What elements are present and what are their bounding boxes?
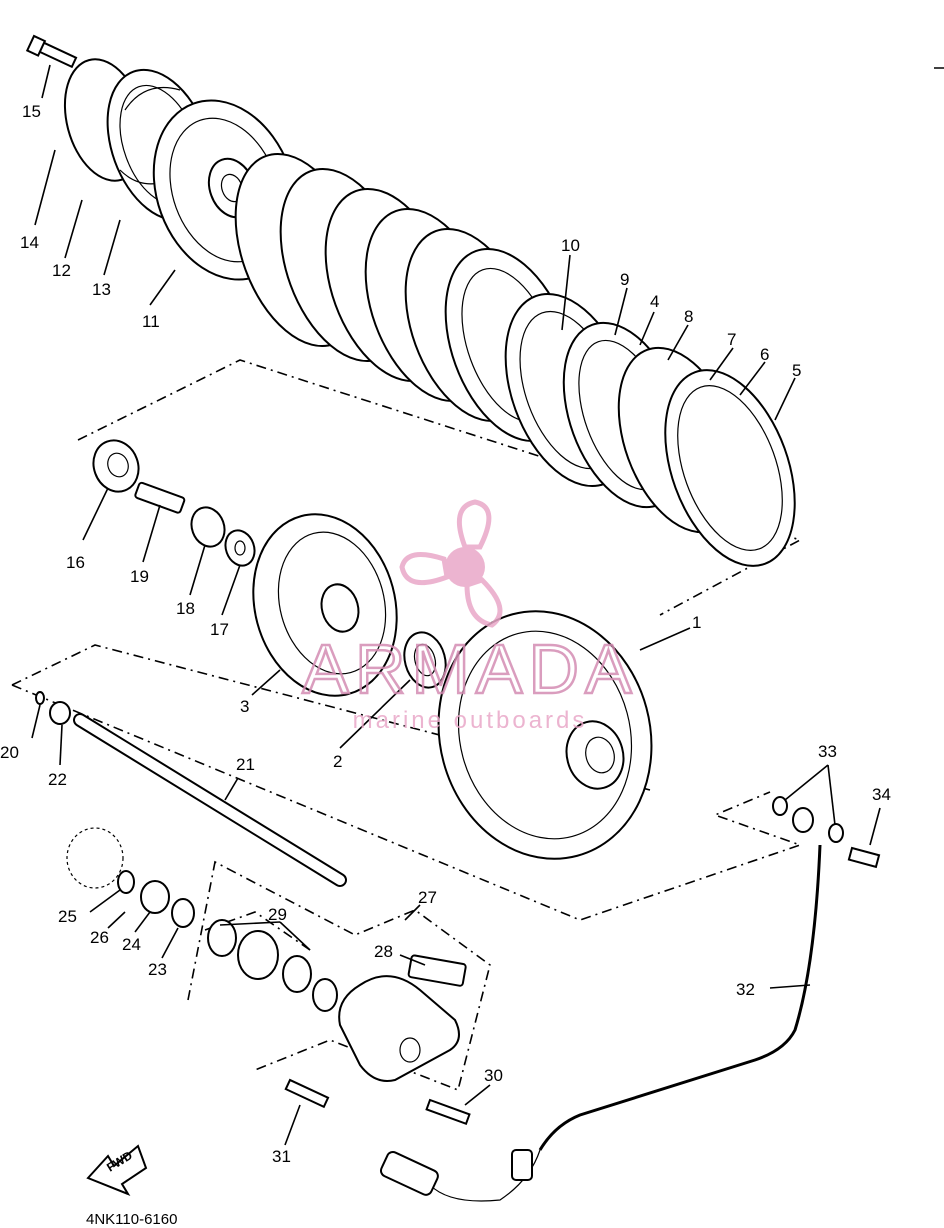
watermark-tagline: marine outboards	[353, 707, 588, 734]
callout-6: 6	[760, 345, 769, 364]
callout-27: 27	[418, 888, 437, 907]
callout-23: 23	[148, 960, 167, 979]
group-outline-clutch-plates	[77, 359, 803, 616]
group-outline-shaft	[11, 644, 651, 791]
callout-11: 11	[142, 312, 160, 331]
watermark-brand: ARMADA	[302, 630, 637, 708]
callout-5: 5	[792, 361, 801, 380]
callout-32: 32	[736, 980, 755, 999]
callout-19: 19	[130, 567, 149, 586]
callout-4: 4	[650, 292, 659, 311]
callout-9: 9	[620, 270, 629, 289]
callout-18: 18	[176, 599, 195, 618]
piston-seal-kit	[207, 919, 338, 1012]
callout-14: 14	[20, 233, 39, 252]
callout-7: 7	[727, 330, 736, 349]
callout-numbers: 1 2 3 4 5 6 7 8 9 10 11 12 13 14 15 16 1…	[0, 102, 891, 1166]
gasket-33b	[828, 823, 844, 843]
forward-direction-arrow: FWD	[86, 1144, 148, 1197]
callout-28: 28	[374, 942, 393, 961]
gasket-33a	[772, 796, 788, 816]
callout-30: 30	[484, 1066, 503, 1085]
callout-10: 10	[561, 236, 580, 255]
callout-15: 15	[22, 102, 41, 121]
callout-12: 12	[52, 261, 71, 280]
callout-13: 13	[92, 280, 111, 299]
propeller-logo-icon	[445, 547, 485, 587]
callout-1: 1	[692, 613, 701, 632]
diagram-code: 4NK110-6160	[86, 1211, 177, 1228]
callout-26: 26	[90, 928, 109, 947]
clutch-housing	[437, 610, 653, 860]
clutch-hose	[538, 844, 822, 1151]
callout-20: 20	[0, 743, 19, 762]
callout-2: 2	[333, 752, 342, 771]
oil-seal-group	[66, 827, 195, 928]
group-outline-seal-kit	[204, 911, 311, 951]
bolt-30	[425, 1098, 471, 1126]
callout-3: 3	[240, 697, 249, 716]
callout-24: 24	[122, 935, 141, 954]
callout-21: 21	[236, 755, 255, 774]
callout-29: 29	[268, 905, 287, 924]
callout-34: 34	[872, 785, 891, 804]
callout-33: 33	[818, 742, 837, 761]
callout-8: 8	[684, 307, 693, 326]
primary-driven-gear	[252, 513, 398, 697]
slave-cylinder	[338, 954, 467, 1082]
push-rod	[35, 691, 347, 887]
watermark: ARMADA marine outboards	[301, 499, 637, 734]
bearing-and-spacers	[92, 439, 256, 567]
callout-16: 16	[66, 553, 85, 572]
leader-lines	[31, 64, 881, 1146]
callout-17: 17	[210, 620, 229, 639]
callout-31: 31	[272, 1147, 291, 1166]
callout-22: 22	[48, 770, 67, 789]
bolt-34	[847, 846, 881, 869]
cushion-and-damper-plates	[504, 292, 796, 567]
callout-25: 25	[58, 907, 77, 926]
bolt-31	[284, 1078, 330, 1109]
thrust-washer	[403, 631, 447, 689]
